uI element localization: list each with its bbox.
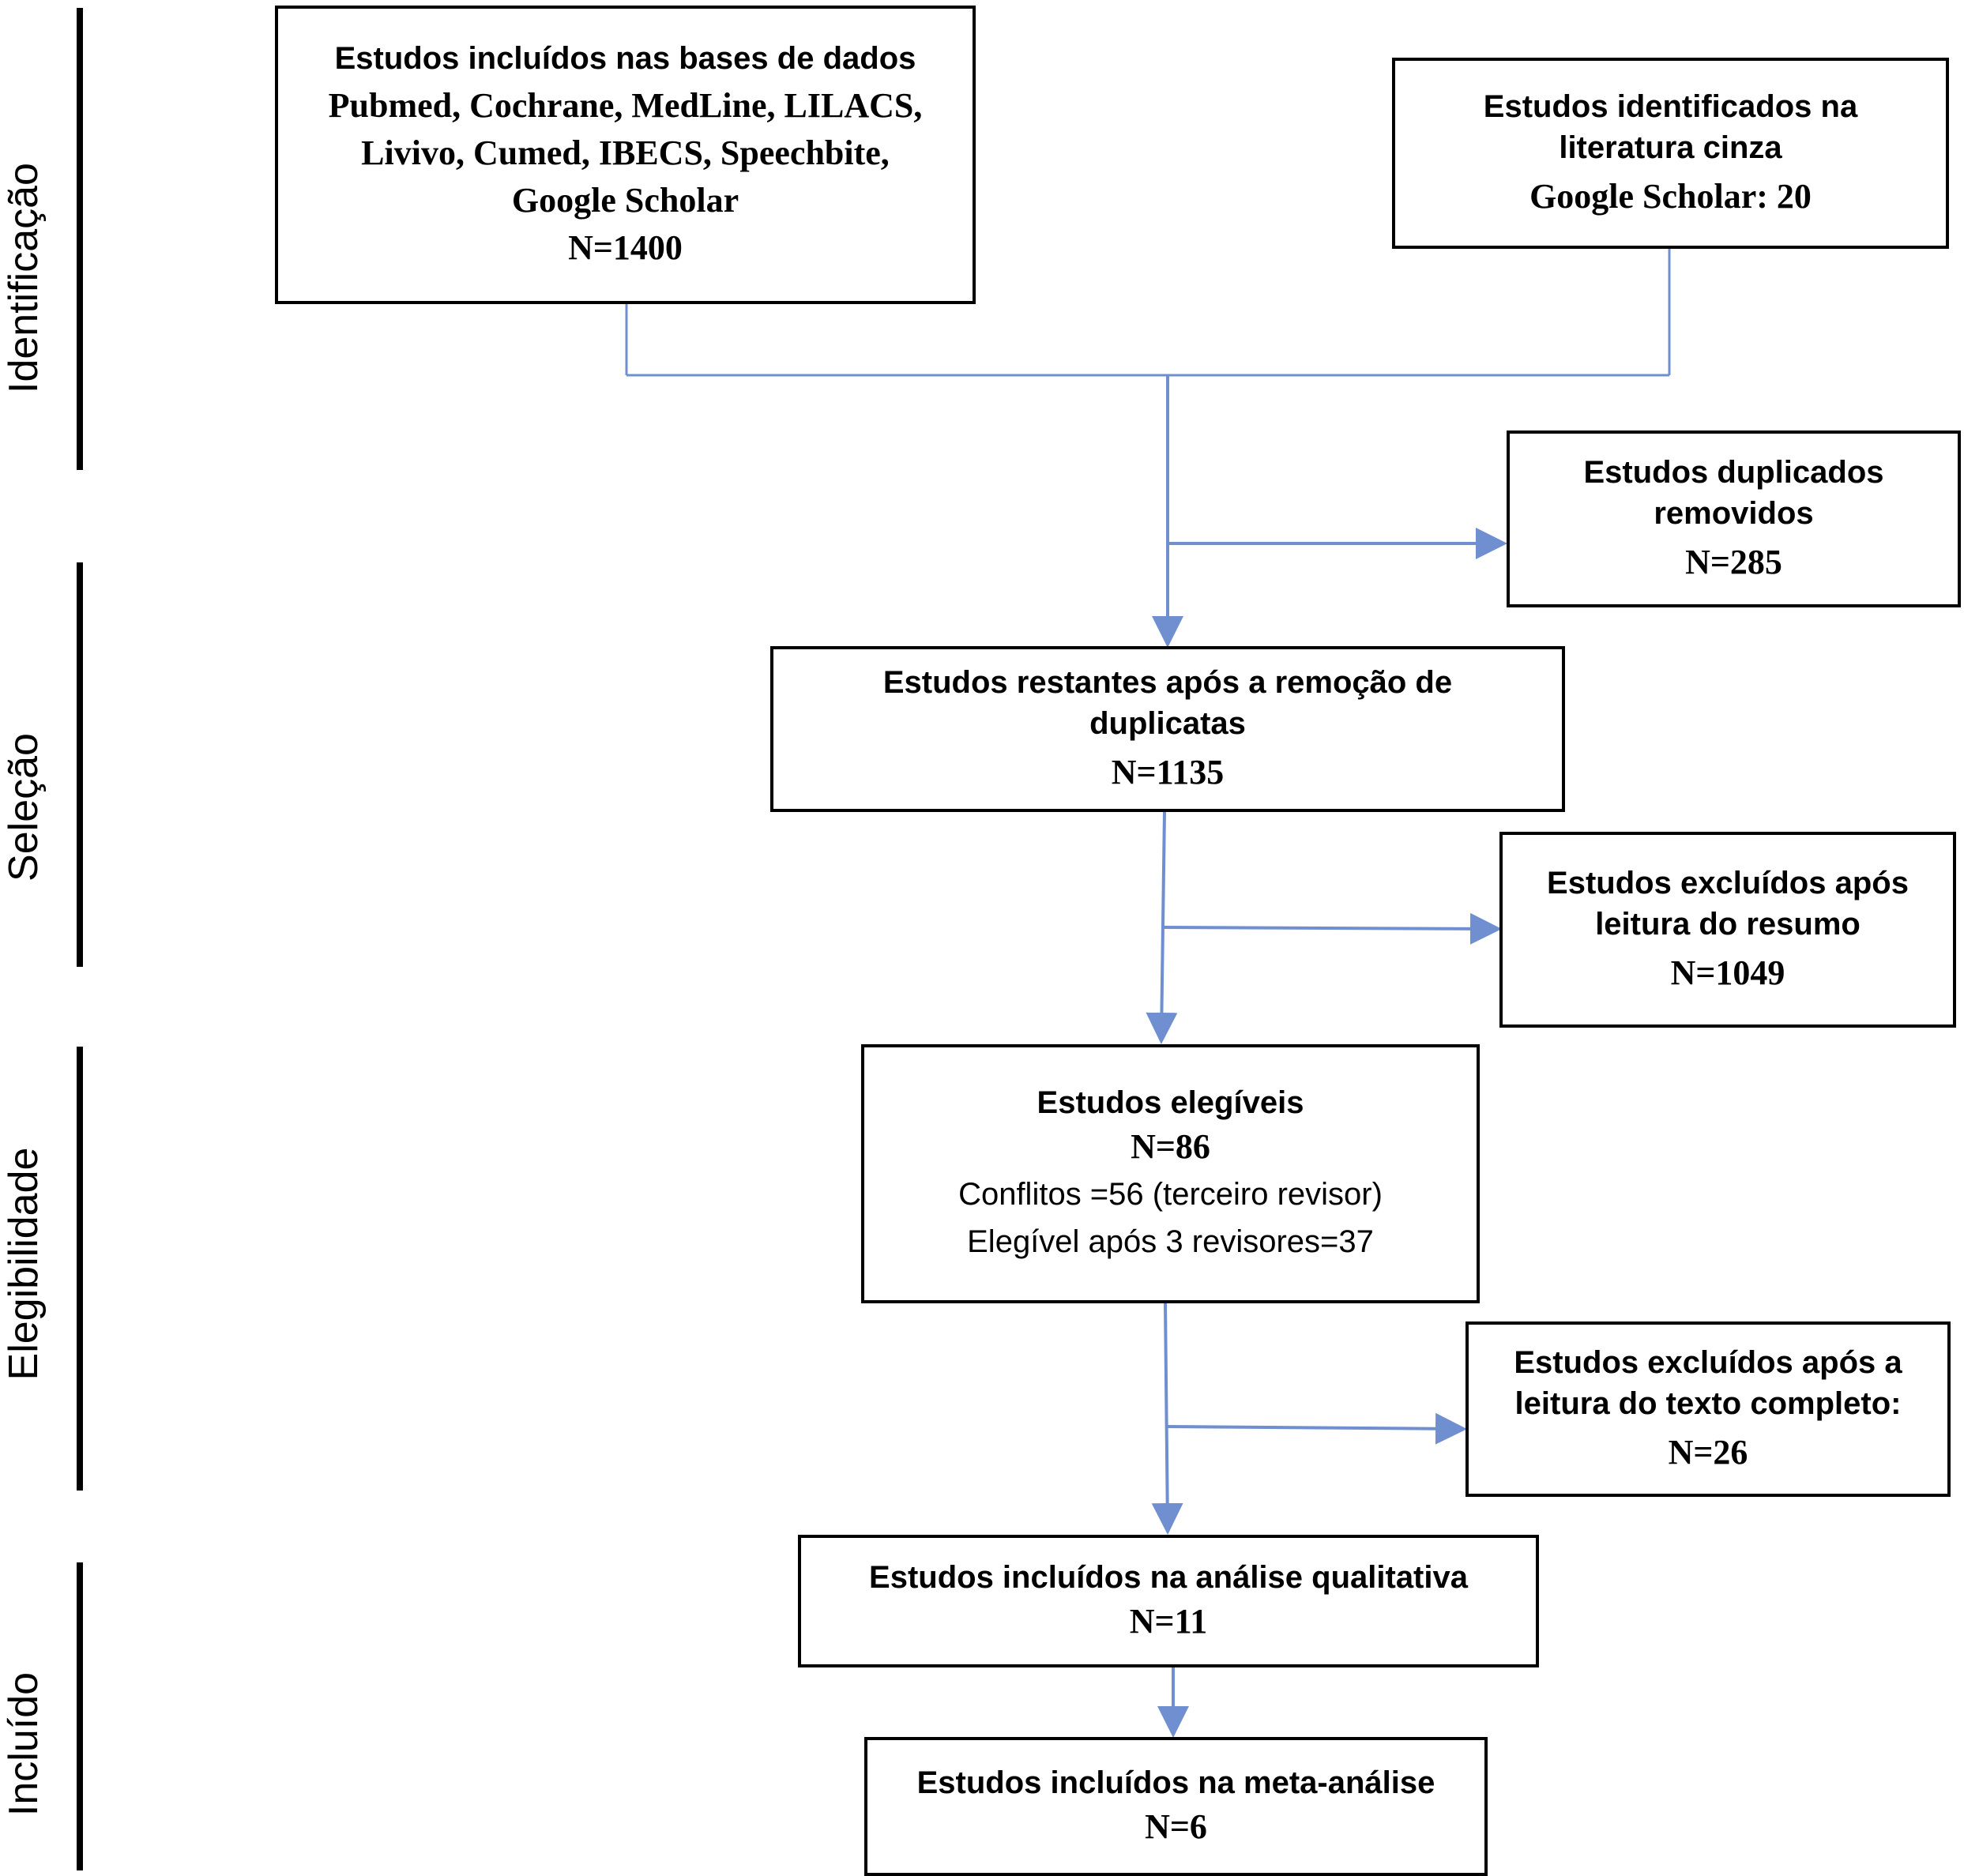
duplicates-title-2: removidos [1654,496,1814,531]
databases-sources-2: Livivo, Cumed, IBECS, Speechbite, [361,133,890,172]
grey-detail: Google Scholar: 20 [1529,177,1812,216]
duplicates-count: N=285 [1685,543,1782,581]
eligible-after-reviewers: Elegível após 3 revisores=37 [967,1224,1374,1259]
qualitative-count: N=11 [1129,1602,1208,1641]
phase-bar-identificacao [77,8,83,470]
phase-bar-elegibilidade [77,1047,83,1491]
box-duplicates-removed: Estudos duplicados removidos N=285 [1507,430,1961,607]
meta-title: Estudos incluídos na meta-análise [916,1765,1435,1800]
box-excluded-fulltext: Estudos excluídos após a leitura do text… [1465,1321,1951,1497]
qualitative-title: Estudos incluídos na análise qualitativa [869,1560,1468,1595]
after-dedup-title-1: Estudos restantes após a remoção de [882,665,1453,700]
excluded-abstract-count: N=1049 [1670,953,1785,992]
databases-sources-1: Pubmed, Cochrane, MedLine, LILACS, [328,86,923,125]
excluded-fulltext-title-2: leitura do texto completo: [1514,1386,1902,1421]
eligible-conflicts: Conflitos =56 (terceiro revisor) [958,1177,1383,1212]
meta-count: N=6 [1145,1807,1207,1846]
eligible-count: N=86 [1131,1127,1210,1166]
after-dedup-title-2: duplicatas [1089,706,1246,741]
databases-sources-3: Google Scholar [511,181,739,220]
eligible-title: Estudos elegíveis [1037,1085,1304,1120]
box-meta: Estudos incluídos na meta-análise N=6 [864,1737,1488,1876]
box-after-dedup: Estudos restantes após a remoção de dupl… [770,646,1565,812]
excluded-fulltext-count: N=26 [1668,1433,1748,1472]
databases-title: Estudos incluídos nas bases de dados [334,41,916,76]
grey-title-1: Estudos identificados na [1483,89,1858,124]
arrow-to-eligible [1146,811,1178,1044]
box-eligible: Estudos elegíveis N=86 Conflitos =56 (te… [861,1044,1480,1303]
box-qualitative: Estudos incluídos na análise qualitativa… [798,1535,1539,1667]
grey-title-2: literatura cinza [1559,130,1782,165]
after-dedup-count: N=1135 [1111,753,1225,791]
excluded-abstract-title-1: Estudos excluídos após [1547,866,1909,900]
box-databases: Estudos incluídos nas bases de dados Pub… [275,6,976,304]
phase-bar-incluido [77,1562,83,1870]
phase-bar-selecao [77,562,83,967]
arrow-to-qualitative [1151,1303,1183,1535]
excluded-abstract-title-2: leitura do resumo [1595,907,1861,942]
databases-count: N=1400 [568,228,683,267]
box-excluded-abstract: Estudos excluídos após leitura do resumo… [1499,832,1956,1028]
box-grey-literature: Estudos identificados na literatura cinz… [1392,58,1949,249]
duplicates-title-1: Estudos duplicados [1583,455,1884,490]
arrow-to-excluded-abstract [1162,912,1502,945]
arrow-to-excluded-fulltext [1166,1412,1467,1445]
excluded-fulltext-title-1: Estudos excluídos após a [1514,1345,1902,1380]
